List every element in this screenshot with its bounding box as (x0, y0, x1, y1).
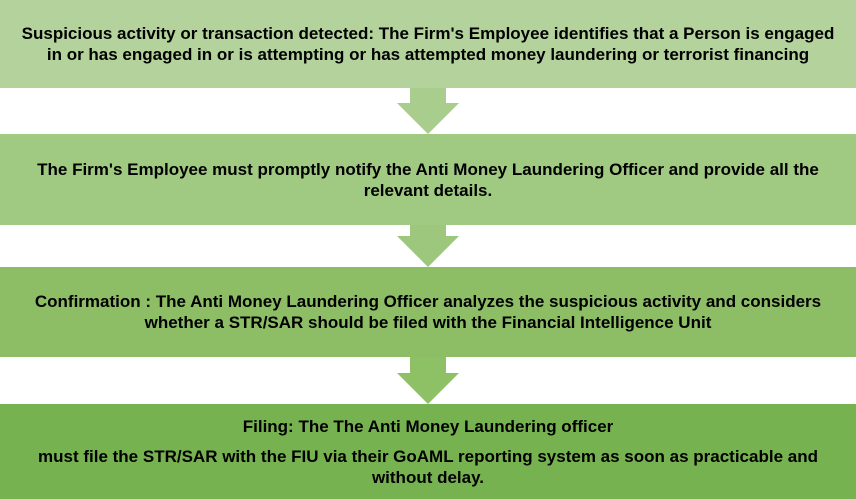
arrow-gap (0, 357, 856, 404)
step-box-notify-aml-officer: The Firm's Employee must promptly notify… (0, 134, 856, 225)
step-text: Confirmation : The Anti Money Laundering… (34, 292, 822, 332)
step-text-continued: must file the STR/SAR with the FIU via t… (38, 446, 818, 487)
arrow-gap (0, 88, 856, 134)
step-box-filing-str-sar: Filing: The The Anti Money Laundering of… (0, 404, 856, 499)
step-text: The Firm's Employee must promptly notify… (37, 159, 819, 200)
arrow-gap (0, 225, 856, 267)
down-arrow-icon (410, 357, 446, 373)
step-box-suspicious-activity-detected: Suspicious activity or transaction detec… (0, 0, 856, 88)
step-text: Filing: The The Anti Money Laundering of… (242, 416, 614, 436)
down-arrow-head-icon (397, 103, 459, 134)
down-arrow-icon (410, 225, 446, 236)
down-arrow-icon (410, 88, 446, 103)
down-arrow-head-icon (397, 236, 459, 267)
step-text: Suspicious activity or transaction detec… (21, 24, 835, 64)
step-box-confirmation-analysis: Confirmation : The Anti Money Laundering… (0, 267, 856, 357)
down-arrow-head-icon (397, 373, 459, 404)
